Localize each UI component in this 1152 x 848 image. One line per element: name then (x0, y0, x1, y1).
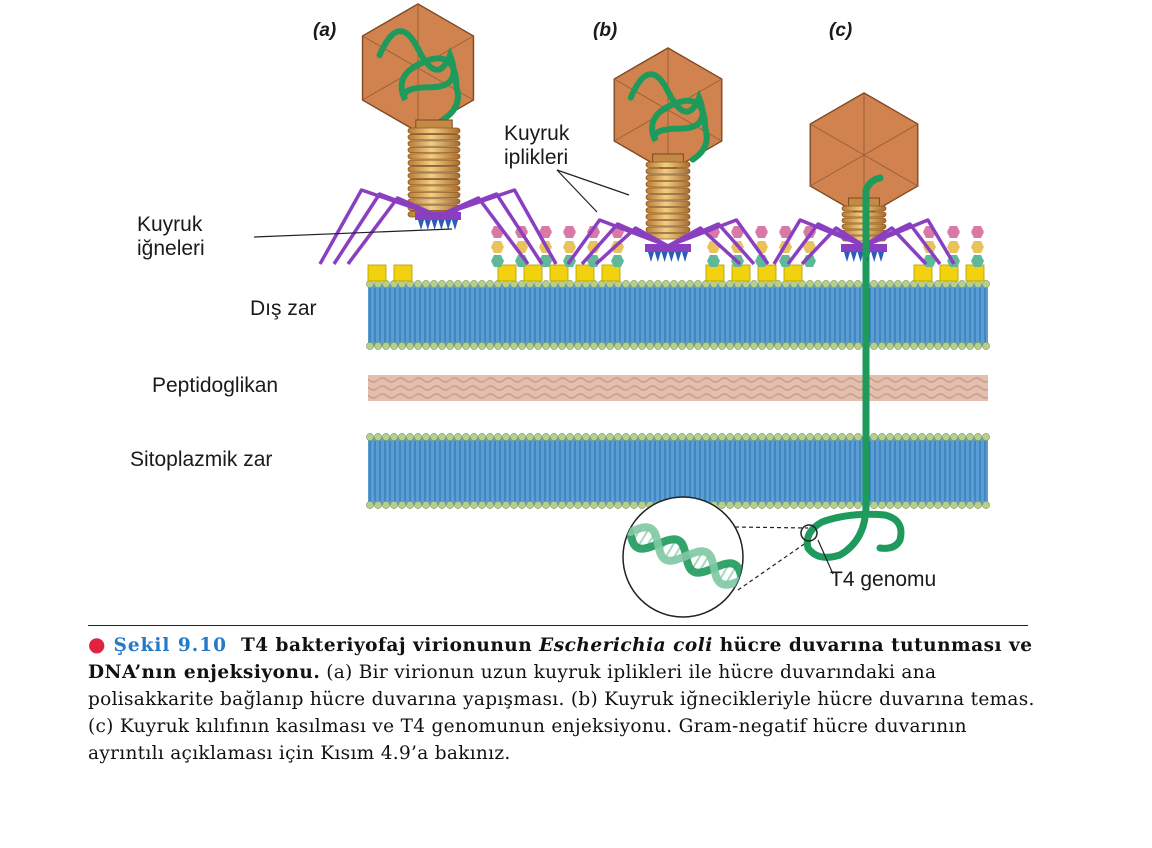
label-peptidoglycan: Peptidoglikan (152, 374, 279, 397)
packaged-dna (627, 71, 710, 163)
caption-title-part2: hücre duvarına tutunması ve DNA’nın enje… (88, 635, 1033, 683)
phage-c-dna-exit (862, 174, 884, 259)
t4-genome-leader (817, 539, 834, 575)
phage-b-tail-sheath (645, 153, 691, 240)
caption-title-part1: T4 bakteriyofaj virionunun (240, 635, 540, 656)
tail-fibers-leader-2 (556, 169, 630, 196)
phage-a-tail-sheath (407, 119, 461, 218)
figure-number: Şekil 9.10 (113, 635, 227, 656)
outer-membrane-bilayer (366, 280, 990, 350)
caption-body: (a) Bir virionun uzun kuyruk iplikleri i… (88, 662, 1035, 764)
injected-dna (803, 251, 905, 561)
panel-label-a: (a) (313, 20, 337, 41)
tail-pins-leader (253, 228, 453, 238)
label-outer-membrane: Dış zar (250, 297, 317, 320)
cell-envelope (366, 280, 990, 509)
phage-b-baseplate (645, 244, 691, 262)
zoom-circle (800, 524, 818, 542)
phage-b-tail-fibers (566, 218, 770, 266)
label-tail-fibers: Kuyruk iplikleri (504, 122, 570, 169)
caption-divider (88, 625, 1028, 626)
phage-a-tail-fibers (318, 188, 558, 266)
phage-a-capsid (361, 3, 475, 133)
tail-fibers-leader-1 (556, 169, 598, 213)
panel-label-c: (c) (829, 20, 853, 41)
panel-label-b: (b) (593, 20, 618, 41)
dna-helix-zoom (622, 496, 811, 618)
label-cytoplasmic-membrane: Sitoplazmik zar (130, 448, 273, 471)
phage-c-capsid (809, 92, 919, 218)
phage-a-baseplate (415, 212, 461, 230)
cytoplasmic-membrane-bilayer (366, 433, 990, 509)
phage-b-capsid (613, 47, 723, 173)
label-tail-pins: Kuyruk iğneleri (137, 213, 205, 260)
phage-c-tail-fibers (772, 218, 956, 266)
caption-bullet: ● (88, 632, 106, 656)
caption-title-species: Escherichia coli (539, 635, 713, 656)
packaged-dna (376, 28, 461, 123)
figure-caption: ● Şekil 9.10 T4 bakteriyofaj virionunun Es… (88, 631, 1038, 767)
t4-infection-diagram (253, 3, 990, 618)
label-t4-genome: T4 genomu (830, 568, 937, 591)
